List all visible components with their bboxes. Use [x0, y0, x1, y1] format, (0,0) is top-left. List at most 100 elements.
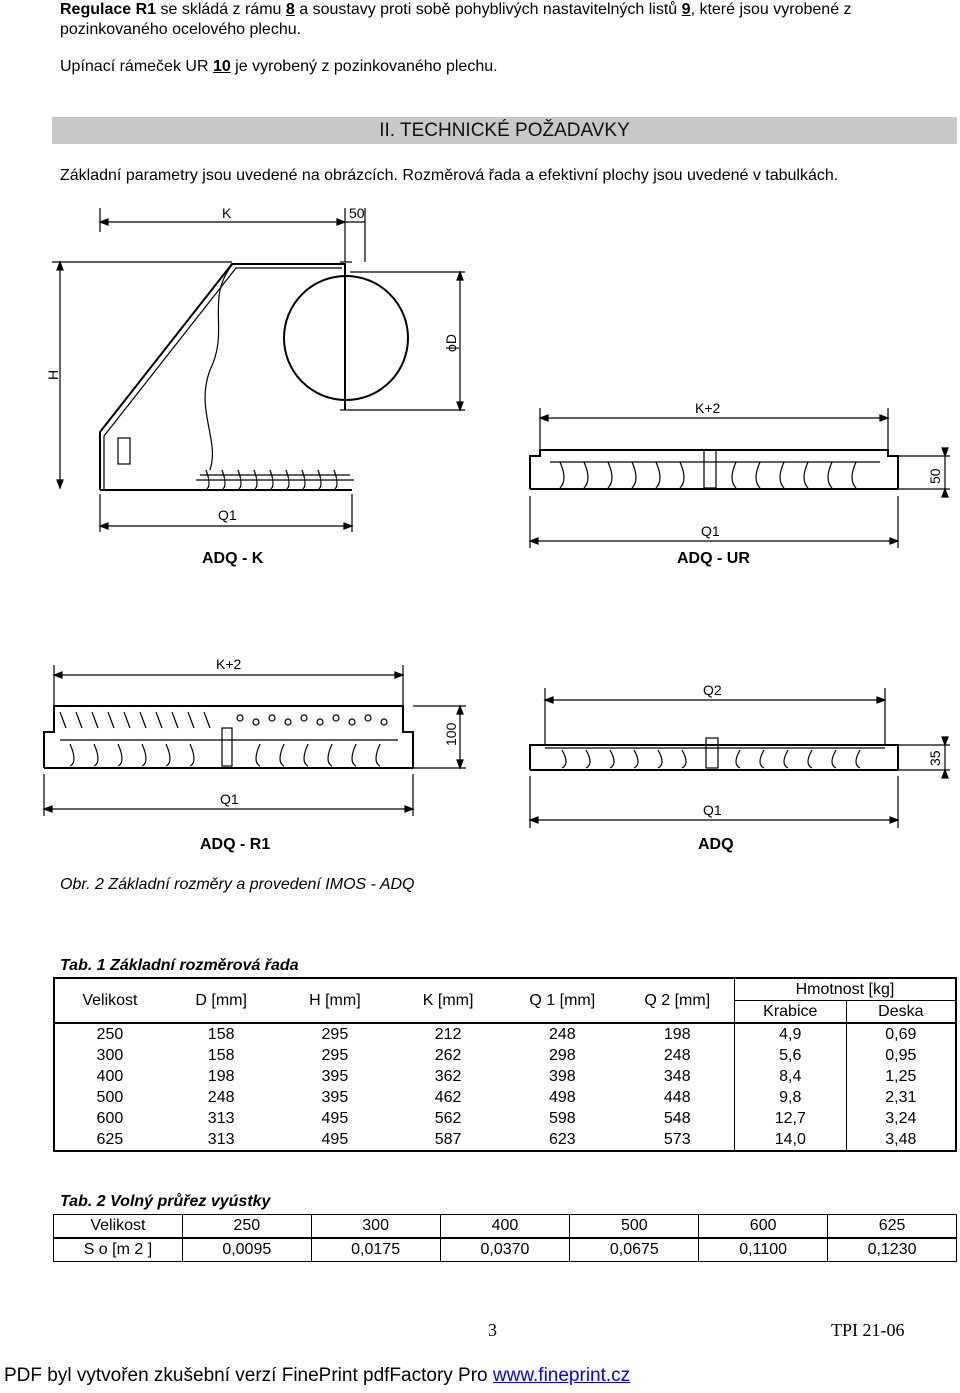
table-cell: 198 [207, 1068, 235, 1085]
table-cell: 1,25 [845, 1066, 956, 1087]
table-cell: 14,0 [733, 1129, 847, 1151]
table-cell: 562 [434, 1110, 462, 1127]
table-cell: 0,95 [845, 1045, 956, 1066]
table-cell: 2,31 [845, 1087, 956, 1108]
table-cell: 313 [207, 1131, 235, 1148]
table-cell: 9,8 [733, 1087, 847, 1108]
adqur-name: ADQ - UR [677, 550, 750, 567]
drawing-adq: Q2 35 Q1 ADQ [528, 682, 950, 853]
t2-size-cell: 400 [439, 1214, 571, 1239]
table-cell: 398 [548, 1068, 576, 1085]
t2-area-cell: 0,0095 [181, 1237, 312, 1262]
free-area-table: Velikost 250 300 400 500 600 625 S o [m … [53, 1214, 957, 1262]
document-id: TPI 21-06 [831, 1320, 905, 1340]
table-cell: 8,4 [733, 1066, 847, 1087]
table-cell: 598 [548, 1110, 576, 1127]
table-cell: 3,24 [845, 1108, 956, 1129]
drawing-adq-k: K 50 H ϕD Q1 ADQ - K [45, 205, 465, 567]
table-cell: 262 [434, 1047, 462, 1064]
table-cell: 348 [663, 1068, 691, 1085]
t2-area-cell: 0,1230 [827, 1237, 957, 1262]
page-number: 3 [488, 1320, 497, 1340]
intro-bold: Regulace R1 [60, 1, 157, 18]
adqr1-name: ADQ - R1 [200, 836, 270, 853]
table-cell: 12,7 [733, 1108, 847, 1129]
t2-so-label: S o [m 2 ] [53, 1237, 183, 1262]
adqr1-100-label: 100 [443, 722, 459, 746]
table-cell: 298 [548, 1047, 576, 1064]
adqk-k-label: K [222, 205, 232, 221]
table-cell: 248 [548, 1026, 576, 1043]
adqr1-q1-label: Q1 [220, 791, 239, 807]
intro-paragraph: Regulace R1 se skládá z rámu 8 a soustav… [60, 0, 956, 40]
intro-text-c: , které jsou vyrobené z pozinkovaného oc… [60, 1, 852, 38]
section-title: II. TECHNICKÉ POŽADAVKY [379, 120, 630, 141]
th-q1: Q 1 [mm] [503, 978, 621, 1024]
table-cell: 623 [548, 1131, 576, 1148]
drawing-adq-ur: K+2 50 Q1 ADQ - UR [528, 400, 950, 567]
t2-area-cell: 0,1100 [698, 1237, 829, 1262]
frame-paragraph: Upínací rámeček UR 10 je vyrobený z pozi… [60, 57, 498, 77]
table-cell: 395 [321, 1089, 349, 1106]
technical-drawings: K 50 H ϕD Q1 ADQ - K K+2 50 [42, 205, 950, 853]
th-q2: Q 2 [mm] [620, 978, 735, 1024]
table1-caption: Tab. 1 Základní rozměrová řada [60, 957, 299, 974]
table-cell: 362 [434, 1068, 462, 1085]
adqk-d-label: ϕD [443, 334, 459, 352]
table-cell: 600 [96, 1110, 124, 1127]
table-cell: 495 [321, 1110, 349, 1127]
table-cell: 448 [663, 1089, 691, 1106]
table-cell: 395 [321, 1068, 349, 1085]
adqr1-k2-label: K+2 [216, 656, 242, 672]
table-cell: 158 [207, 1047, 235, 1064]
table-cell: 313 [207, 1110, 235, 1127]
table-cell: 300 [96, 1047, 124, 1064]
table-cell: 462 [434, 1089, 462, 1106]
t2-area-cell: 0,0370 [439, 1237, 571, 1262]
table-cell: 248 [207, 1089, 235, 1106]
table-cell: 495 [321, 1131, 349, 1148]
adq-35-label: 35 [927, 750, 943, 766]
intro-text-b: a soustavy proti sobě pohyblivých nastav… [294, 1, 682, 18]
figure-caption: Obr. 2 Základní rozměry a provedení IMOS… [60, 876, 415, 893]
table-cell: 248 [663, 1047, 691, 1064]
table-cell: 3,48 [845, 1129, 956, 1151]
table-cell: 500 [96, 1089, 124, 1106]
footer-text: PDF byl vytvořen zkušební verzí FinePrin… [4, 1365, 493, 1386]
frame-ref-10: 10 [212, 58, 231, 75]
table-cell: 295 [321, 1026, 349, 1043]
table-cell: 250 [96, 1026, 124, 1043]
t2-area-cell: 0,0675 [569, 1237, 700, 1262]
table-cell: 4,9 [733, 1023, 847, 1045]
drawing-adq-r1: K+2 100 Q1 ADQ - R1 [42, 656, 466, 853]
table-cell: 5,6 [733, 1045, 847, 1066]
th-d: D [mm] [164, 978, 278, 1024]
table-cell: 573 [663, 1131, 691, 1148]
footer-link[interactable]: www.fineprint.cz [492, 1365, 631, 1386]
t2-velikost-label: Velikost [53, 1214, 183, 1239]
th-krabice: Krabice [733, 1000, 847, 1024]
table-cell: 548 [663, 1110, 691, 1127]
t2-size-cell: 500 [569, 1214, 700, 1239]
table-cell: 295 [321, 1047, 349, 1064]
adqur-q1-label: Q1 [701, 523, 720, 539]
intro-ref-9: 9 [681, 1, 691, 18]
frame-text-b: je vyrobený z pozinkovaného plechu. [230, 58, 498, 75]
table-cell: 198 [663, 1026, 691, 1043]
th-velikost: Velikost [54, 978, 165, 1024]
adq-q1-label: Q1 [703, 802, 722, 818]
footer: PDF byl vytvořen zkušební verzí FinePrin… [4, 1364, 630, 1388]
th-k: K [mm] [392, 978, 504, 1024]
table2-caption: Tab. 2 Volný průřez vyústky [60, 1193, 271, 1210]
table-cell: 212 [434, 1026, 462, 1043]
section-text: Základní parametry jsou uvedené na obráz… [60, 167, 839, 184]
t2-size-cell: 625 [827, 1214, 957, 1239]
adqk-name: ADQ - K [202, 550, 264, 567]
intro-text-a: se skládá z rámu [156, 1, 286, 18]
